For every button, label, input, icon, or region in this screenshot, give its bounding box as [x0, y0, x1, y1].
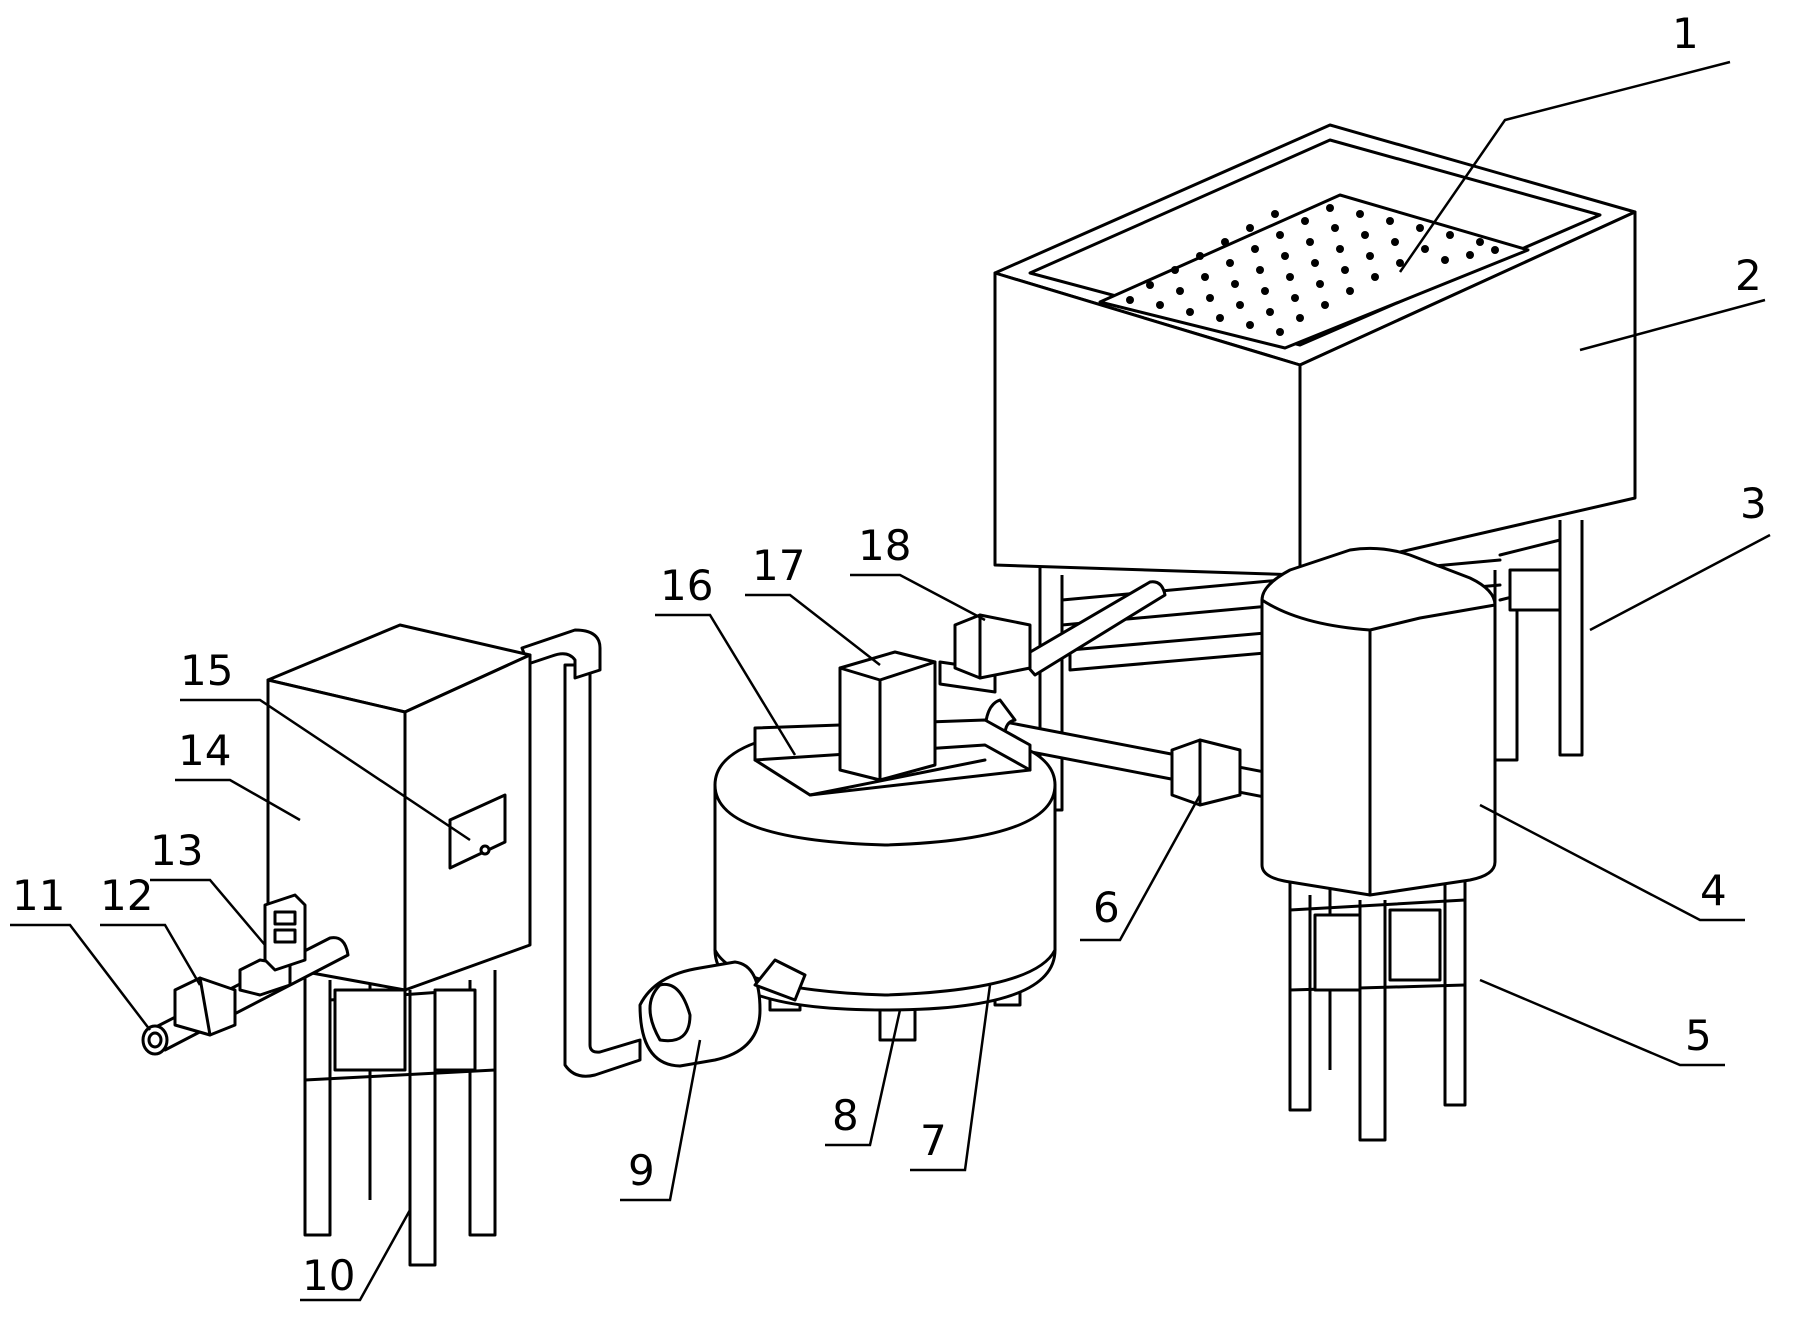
valve-18	[953, 613, 1032, 680]
reference-numerals: 1 2 3 4 5 6 7 8 9 10 11 12 13 14 15 16 1…	[12, 9, 1767, 1300]
label-8: 8	[832, 1091, 859, 1140]
stirring-motor	[838, 650, 937, 782]
leader-3	[1589, 533, 1771, 632]
mixing-vessel	[713, 718, 1057, 1042]
settling-tank	[993, 123, 1637, 577]
valve-6	[1170, 738, 1242, 807]
label-16: 16	[660, 561, 713, 610]
label-1: 1	[1672, 9, 1699, 58]
leader-10	[300, 1209, 412, 1302]
leader-8	[825, 1009, 902, 1147]
pump-and-piping	[520, 628, 807, 1078]
label-10: 10	[302, 1251, 355, 1300]
filter-screen	[1098, 193, 1530, 350]
leader-9	[620, 1039, 702, 1202]
leader-18	[850, 573, 986, 622]
leader-14	[175, 778, 301, 822]
label-12: 12	[100, 871, 153, 920]
leader-2	[1579, 298, 1766, 352]
label-4: 4	[1700, 866, 1727, 915]
leader-13	[150, 878, 266, 946]
display-panel	[448, 793, 507, 870]
label-9: 9	[628, 1146, 655, 1195]
label-18: 18	[858, 521, 911, 570]
label-17: 17	[752, 541, 805, 590]
leader-4	[1479, 803, 1745, 922]
label-3: 3	[1740, 479, 1767, 528]
label-15: 15	[180, 646, 233, 695]
left-support-frame	[303, 970, 497, 1267]
leader-1	[1398, 60, 1731, 273]
leader-lines	[10, 60, 1771, 1302]
label-2: 2	[1735, 251, 1762, 300]
label-7: 7	[920, 1116, 947, 1165]
leader-12	[100, 923, 202, 986]
label-5: 5	[1685, 1011, 1712, 1060]
label-11: 11	[12, 871, 65, 920]
leader-16	[655, 613, 797, 756]
control-cabinet	[266, 623, 532, 992]
leader-15	[180, 698, 471, 842]
filter-housing	[1260, 546, 1497, 1142]
leader-5	[1479, 978, 1725, 1067]
leader-7	[910, 984, 992, 1172]
label-13: 13	[150, 826, 203, 875]
label-14: 14	[178, 726, 231, 775]
inlet-pipe	[141, 893, 350, 1056]
leader-17	[745, 593, 881, 666]
leader-6	[1080, 794, 1202, 942]
label-6: 6	[1093, 883, 1120, 932]
leader-11	[10, 923, 151, 1031]
